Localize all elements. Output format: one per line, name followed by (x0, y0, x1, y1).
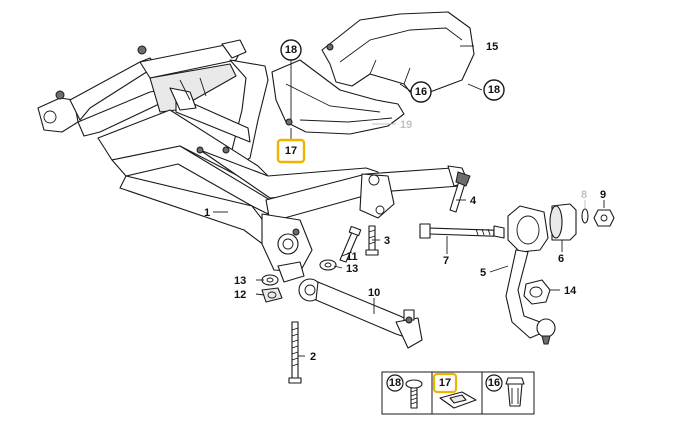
callout-9: 9 (600, 189, 606, 201)
washer-13-right (319, 259, 337, 271)
callout-4: 4 (470, 195, 477, 207)
callout-13-left: 13 (234, 275, 246, 287)
svg-text:18: 18 (488, 84, 500, 96)
inset-callout-18: 18 (386, 374, 404, 392)
leader-lines (213, 45, 605, 357)
bolt-7 (419, 223, 505, 239)
bolt-3 (365, 225, 379, 256)
callout-8: 8 (581, 189, 587, 201)
inset-callout-16: 16 (485, 374, 503, 392)
subframe-assembly (37, 39, 469, 283)
circled-callout-18-right: 18 (483, 79, 505, 101)
callout-14: 14 (564, 285, 577, 297)
callout-19: 19 (400, 119, 412, 131)
inset-expansion-nut-16 (505, 377, 525, 407)
washer-8 (581, 208, 589, 224)
nut-12 (261, 287, 283, 303)
svg-text:17: 17 (285, 145, 297, 157)
heat-shield-lower (271, 59, 405, 135)
bolt-4 (449, 171, 471, 213)
svg-text:18: 18 (389, 377, 401, 389)
callout-5: 5 (480, 267, 486, 279)
bushing-6 (549, 203, 577, 241)
callout-labels: 15 19 1 4 3 11 13 13 12 2 10 7 5 6 8 9 1… (204, 41, 606, 363)
bushing-14 (523, 279, 551, 305)
svg-text:17: 17 (439, 377, 451, 389)
control-arm-5 (505, 205, 556, 345)
svg-text:18: 18 (285, 44, 297, 56)
fastener-inset: 18 17 16 (381, 371, 535, 415)
washer-13-left (261, 274, 279, 286)
inset-clip-nut-17 (439, 391, 477, 409)
bolt-long-2 (288, 321, 302, 384)
callout-6: 6 (558, 253, 564, 265)
bolt-11 (339, 225, 362, 263)
svg-text:16: 16 (415, 86, 427, 98)
callout-12: 12 (234, 289, 246, 301)
callout-13-right: 13 (346, 263, 358, 275)
nut-9 (593, 209, 615, 227)
callout-7: 7 (443, 255, 449, 267)
callout-3: 3 (384, 235, 390, 247)
circled-callout-16-top: 16 (410, 81, 432, 103)
inset-screw-18 (405, 379, 423, 409)
control-arm-10 (298, 278, 423, 349)
highlighted-callout-17-top: 17 (276, 138, 306, 164)
callout-2: 2 (310, 351, 316, 363)
inset-callout-17-highlighted: 17 (432, 372, 458, 394)
circled-callout-18-top: 18 (280, 39, 302, 61)
callout-1: 1 (204, 207, 210, 219)
callout-15: 15 (486, 41, 498, 53)
callout-11: 11 (346, 251, 358, 263)
heat-shield-upper (321, 11, 475, 93)
svg-text:16: 16 (488, 377, 500, 389)
callout-10: 10 (368, 287, 380, 299)
